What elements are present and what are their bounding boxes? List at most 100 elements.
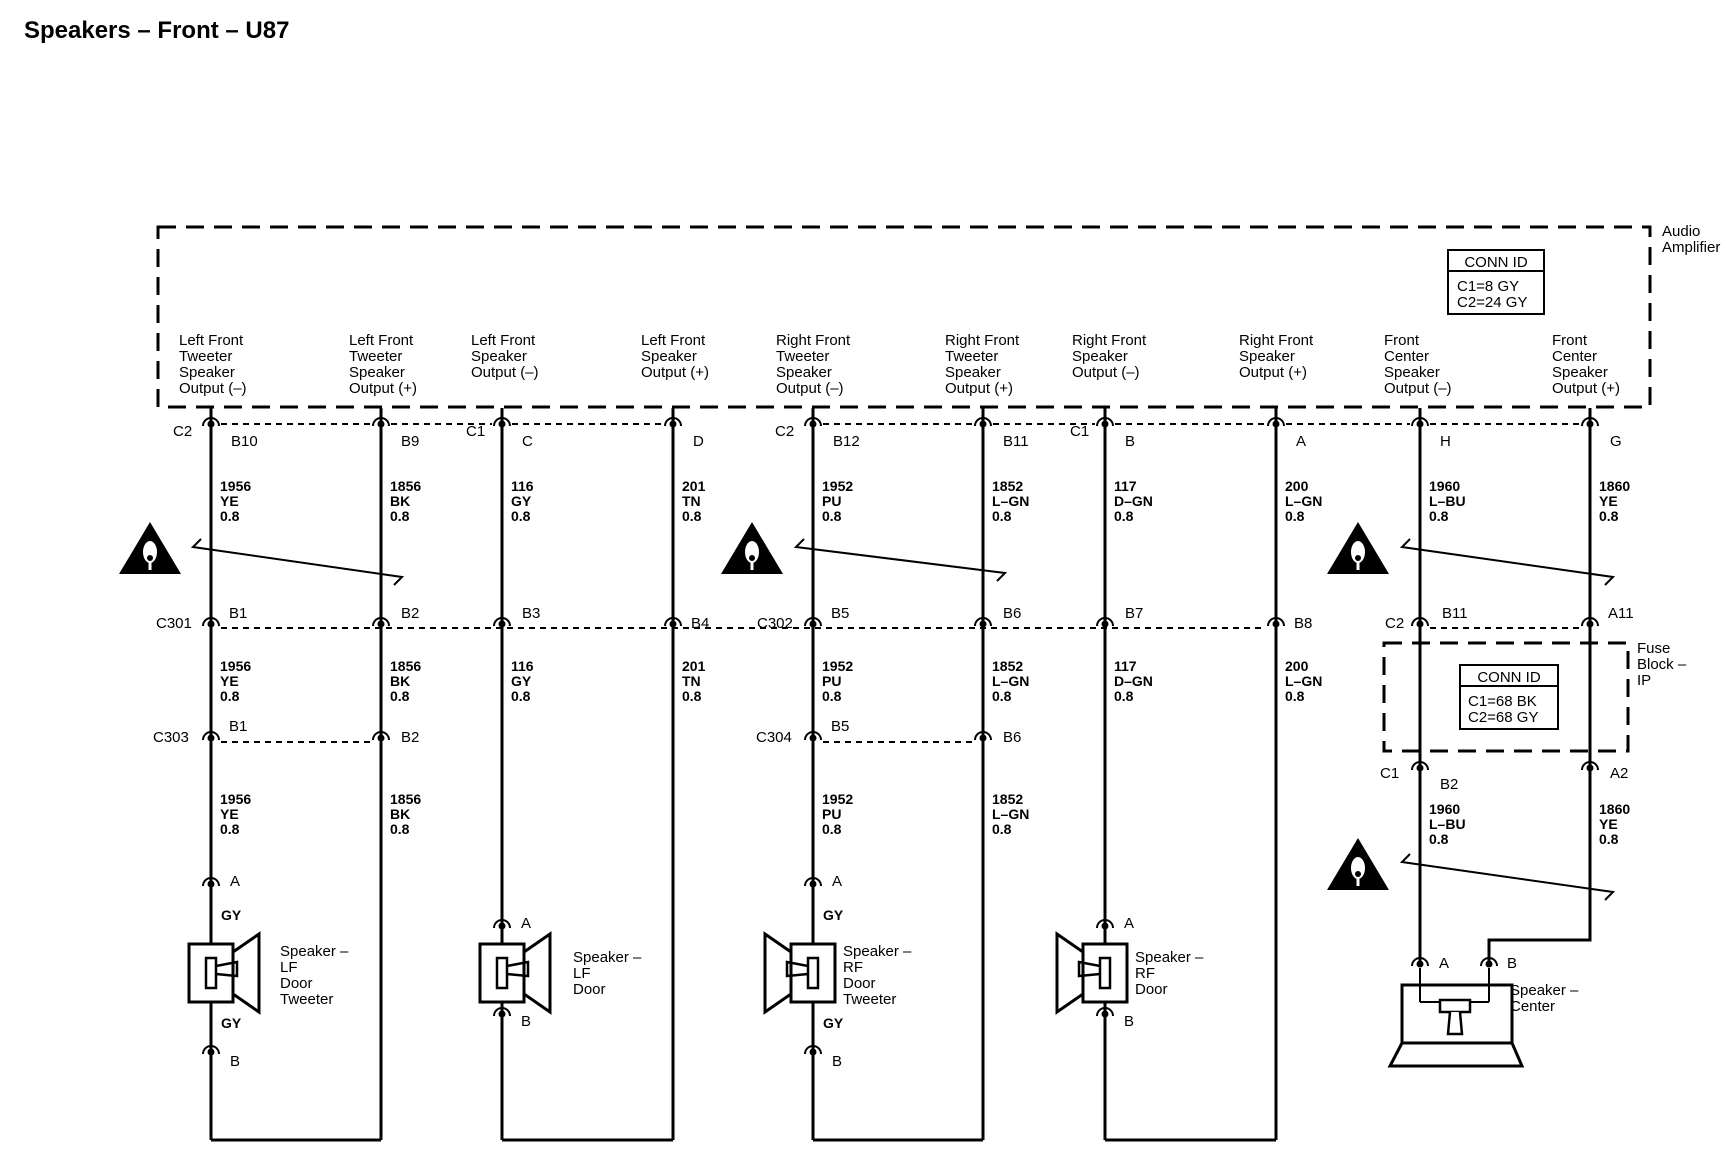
inline1-pin-dot — [377, 620, 385, 628]
amp-pin — [804, 417, 822, 427]
wire-label: D–GN — [1114, 493, 1153, 509]
speaker-pin — [1480, 957, 1498, 967]
inline1-pin-label: B3 — [522, 605, 540, 622]
amp-output-label: Left Front — [471, 332, 536, 349]
speaker-voice — [1077, 960, 1101, 978]
fuse-block-pin — [1411, 761, 1429, 771]
speaker-cone — [522, 931, 552, 1015]
amp-output-label: Output (–) — [1072, 364, 1140, 381]
inline1-connector-label: C301 — [156, 615, 192, 632]
inline2-pin-label: B1 — [229, 718, 247, 735]
inline1-pin — [372, 617, 390, 627]
inline2-pin — [804, 731, 822, 741]
speaker-pin-dot — [1416, 960, 1424, 968]
wire-label: YE — [1599, 493, 1618, 509]
amp-output-label: Center — [1384, 348, 1429, 365]
wires-layer — [119, 408, 1616, 1142]
amp-pin — [493, 417, 511, 427]
wire-label: 0.8 — [390, 508, 410, 524]
amp-pin-dot — [809, 420, 817, 428]
wire-label: 117 — [1114, 658, 1137, 674]
amp-pin-label: D — [693, 433, 704, 450]
amp-output-label: Speaker — [471, 348, 527, 365]
wire-label: BK — [390, 673, 410, 689]
wire-label: 1960 — [1429, 478, 1460, 494]
caution-mark — [1351, 541, 1365, 563]
wire-label: 0.8 — [220, 688, 240, 704]
wire-label: 1952 — [822, 478, 853, 494]
amp-output-label: Tweeter — [179, 348, 232, 365]
amp-output-label: Speaker — [1072, 348, 1128, 365]
caution-dot — [1355, 555, 1361, 561]
amp-output-label: Speaker — [641, 348, 697, 365]
caution-icon — [1327, 838, 1389, 890]
amp-pin-dot — [1101, 420, 1109, 428]
amp-output-label: Output (+) — [641, 364, 709, 381]
inline1-pin-dot — [979, 620, 987, 628]
wire-label: 0.8 — [1114, 508, 1134, 524]
speaker-pin — [804, 1045, 822, 1055]
svg-text:C1=68 BK: C1=68 BK — [1468, 693, 1537, 710]
audio-amplifier-label: Audio Amplifier — [1662, 223, 1720, 256]
inline1-connector-label: C2 — [1385, 615, 1404, 632]
speaker-pin — [804, 877, 822, 887]
wire-label: 0.8 — [220, 508, 240, 524]
inline1-pin-label: B2 — [401, 605, 419, 622]
wire-label: 200 — [1285, 478, 1309, 494]
speaker-pin — [202, 877, 220, 887]
inline1-pin-dot — [1101, 620, 1109, 628]
inline1-pin-dot — [1272, 620, 1280, 628]
wire-label: 0.8 — [1599, 508, 1619, 524]
inline1-pin — [202, 617, 220, 627]
wire-label: PU — [822, 493, 841, 509]
inline2-pin-label: B2 — [401, 729, 419, 746]
speaker-pin-dot — [207, 1048, 215, 1056]
speaker-pin-label: B — [832, 1053, 842, 1070]
speaker-icon — [478, 931, 552, 1015]
wire-label: L–BU — [1429, 493, 1466, 509]
speaker-pin — [202, 1045, 220, 1055]
inline1-pin-label: B8 — [1294, 615, 1312, 632]
amp-pin-label: B — [1125, 433, 1135, 450]
amp-output-label: Left Front — [349, 332, 414, 349]
page-title: Speakers – Front – U87 — [24, 17, 289, 44]
speaker-voice — [785, 960, 809, 978]
amp-pin-label: G — [1610, 433, 1622, 450]
amp-pin-label: B9 — [401, 433, 419, 450]
amp-output-label: Output (–) — [179, 380, 247, 397]
wire-label: L–GN — [992, 493, 1029, 509]
svg-text:CONN ID: CONN ID — [1477, 669, 1541, 686]
amp-output-label: Output (+) — [1552, 380, 1620, 397]
inline1-pin — [974, 617, 992, 627]
shield-line — [793, 538, 1008, 582]
speaker-label: Speaker – — [573, 949, 642, 966]
speaker-pin-dot — [207, 880, 215, 888]
inline2-pin — [372, 731, 390, 741]
wire-label: L–GN — [992, 673, 1029, 689]
speaker-magnet — [1081, 942, 1129, 1004]
fuse-block-pin — [1581, 761, 1599, 771]
amp-output-label: Speaker — [945, 364, 1001, 381]
amp-pin-label: H — [1440, 433, 1451, 450]
speaker-label: LF — [573, 965, 591, 982]
amp-connector-label: C1 — [1070, 423, 1089, 440]
speaker-pin-dot — [498, 922, 506, 930]
inline1-pin-dot — [1586, 620, 1594, 628]
inline2-pin-dot — [377, 734, 385, 742]
inline1-pin-dot — [809, 620, 817, 628]
wire-label: 1856 — [390, 658, 421, 674]
inline1-connector-label: C302 — [757, 615, 793, 632]
wire-label: 1856 — [390, 478, 421, 494]
amp-pin-dot — [669, 420, 677, 428]
caution-icon — [1327, 522, 1389, 574]
speaker-cone — [1387, 1042, 1525, 1068]
shield-line — [1399, 853, 1616, 901]
speaker-label: Door — [843, 975, 876, 992]
speaker-pin — [493, 919, 511, 929]
wire-label: 0.8 — [390, 821, 410, 837]
inline2-connector-label: C303 — [153, 729, 189, 746]
wire-label: 1852 — [992, 478, 1023, 494]
amp-pin — [974, 417, 992, 427]
amp-connector-label: C2 — [775, 423, 794, 440]
speaker-pin — [1096, 919, 1114, 929]
